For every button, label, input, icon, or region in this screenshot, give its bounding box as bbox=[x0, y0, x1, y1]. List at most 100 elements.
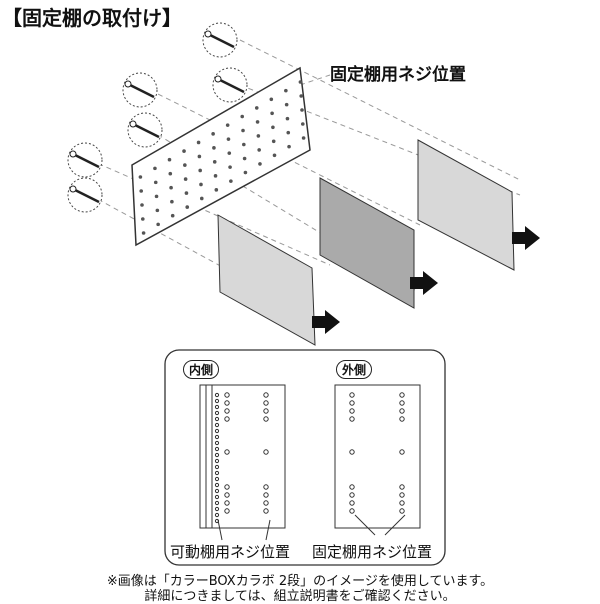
screw-icon bbox=[207, 32, 235, 49]
fixed-screw-position-label: 固定棚用ネジ位置 bbox=[312, 543, 433, 561]
hole bbox=[227, 151, 232, 155]
panel-hole bbox=[263, 392, 269, 398]
hole bbox=[182, 149, 186, 153]
hole bbox=[257, 148, 261, 152]
panel-hole bbox=[224, 484, 230, 490]
outer-tag: 外側 bbox=[336, 360, 373, 379]
shelf-middle bbox=[319, 177, 415, 309]
fixed-screw-label: 固定棚用ネジ位置 bbox=[330, 65, 466, 85]
panel-hole bbox=[263, 400, 269, 406]
hole bbox=[214, 188, 219, 192]
panel-hole bbox=[214, 464, 220, 470]
hole bbox=[271, 139, 276, 144]
hole bbox=[284, 88, 288, 93]
panel-hole bbox=[263, 500, 269, 506]
panel-hole bbox=[214, 482, 220, 488]
panel-hole bbox=[263, 508, 269, 514]
hole bbox=[140, 203, 144, 207]
hole bbox=[272, 153, 277, 158]
hole bbox=[183, 163, 187, 167]
hole bbox=[199, 182, 203, 187]
back-panel bbox=[131, 66, 311, 247]
panel-hole bbox=[214, 470, 220, 476]
panel-hole bbox=[399, 508, 405, 514]
panel-hole bbox=[399, 400, 405, 406]
panel-hole bbox=[263, 416, 269, 422]
hole bbox=[170, 199, 174, 204]
hole bbox=[184, 191, 189, 195]
panel-hole bbox=[399, 500, 405, 506]
hole bbox=[285, 116, 290, 121]
hole bbox=[301, 136, 306, 140]
panel-hole bbox=[224, 508, 230, 514]
panel-hole bbox=[214, 476, 220, 482]
hole bbox=[300, 108, 304, 112]
hole bbox=[228, 165, 232, 169]
panel-hole bbox=[349, 400, 355, 406]
hole bbox=[269, 97, 274, 102]
hole bbox=[287, 144, 291, 149]
panel-hole bbox=[349, 500, 355, 506]
hole bbox=[155, 208, 160, 213]
panel-hole bbox=[214, 398, 220, 404]
panel-hole bbox=[214, 500, 220, 506]
hole bbox=[153, 166, 157, 171]
panel-hole bbox=[214, 506, 220, 512]
panel-hole bbox=[263, 492, 269, 498]
panel-hole bbox=[263, 449, 269, 455]
shelf-left bbox=[217, 214, 316, 346]
hole bbox=[196, 140, 201, 145]
panel-hole bbox=[224, 492, 230, 498]
hole bbox=[242, 142, 246, 147]
hole bbox=[153, 180, 158, 185]
hole bbox=[138, 175, 143, 179]
panel-hole bbox=[224, 408, 230, 414]
hole bbox=[198, 168, 202, 173]
hole bbox=[286, 130, 291, 135]
screw-icon bbox=[72, 187, 100, 204]
panel-hole bbox=[399, 449, 405, 455]
note-line-2: 詳細につきましては、組立説明書をご確認ください。 bbox=[144, 589, 456, 604]
hole bbox=[211, 132, 215, 136]
panel-hole bbox=[263, 408, 269, 414]
panel-hole bbox=[349, 484, 355, 490]
panel-hole bbox=[214, 428, 220, 434]
hole bbox=[168, 171, 173, 176]
shelf-right bbox=[417, 139, 515, 271]
hole bbox=[255, 120, 260, 124]
panel-hole bbox=[399, 392, 405, 398]
hole bbox=[298, 80, 303, 84]
screws bbox=[67, 22, 248, 213]
panel-hole bbox=[214, 440, 220, 446]
panel-hole bbox=[214, 422, 220, 428]
hole bbox=[242, 156, 247, 161]
screw-icon bbox=[132, 122, 160, 139]
hole bbox=[240, 114, 245, 119]
hole bbox=[225, 123, 230, 127]
panel-hole bbox=[349, 408, 355, 414]
panel-hole bbox=[399, 408, 405, 414]
panel-hole bbox=[214, 494, 220, 500]
panel-hole bbox=[349, 416, 355, 422]
hole bbox=[156, 222, 160, 227]
panel-hole bbox=[214, 404, 220, 410]
panel-hole bbox=[349, 508, 355, 514]
hole bbox=[183, 177, 188, 181]
detail-frame bbox=[164, 349, 446, 566]
hole bbox=[199, 196, 204, 201]
hole bbox=[299, 94, 304, 98]
note-line-1: ※画像は「カラーBOXカラボ 2段」のイメージを使用しています。 bbox=[106, 574, 494, 589]
panel-hole bbox=[349, 392, 355, 398]
panel-hole bbox=[224, 392, 230, 398]
hole bbox=[241, 128, 245, 133]
screw-icon bbox=[217, 77, 245, 94]
hole bbox=[226, 137, 231, 141]
panel-hole bbox=[224, 449, 230, 455]
panel-hole bbox=[399, 484, 405, 490]
hole bbox=[271, 125, 275, 130]
hole bbox=[258, 162, 262, 166]
movable-screw-label: 可動棚用ネジ位置 bbox=[170, 543, 291, 561]
panel-hole bbox=[224, 500, 230, 506]
panel-hole bbox=[349, 449, 355, 455]
